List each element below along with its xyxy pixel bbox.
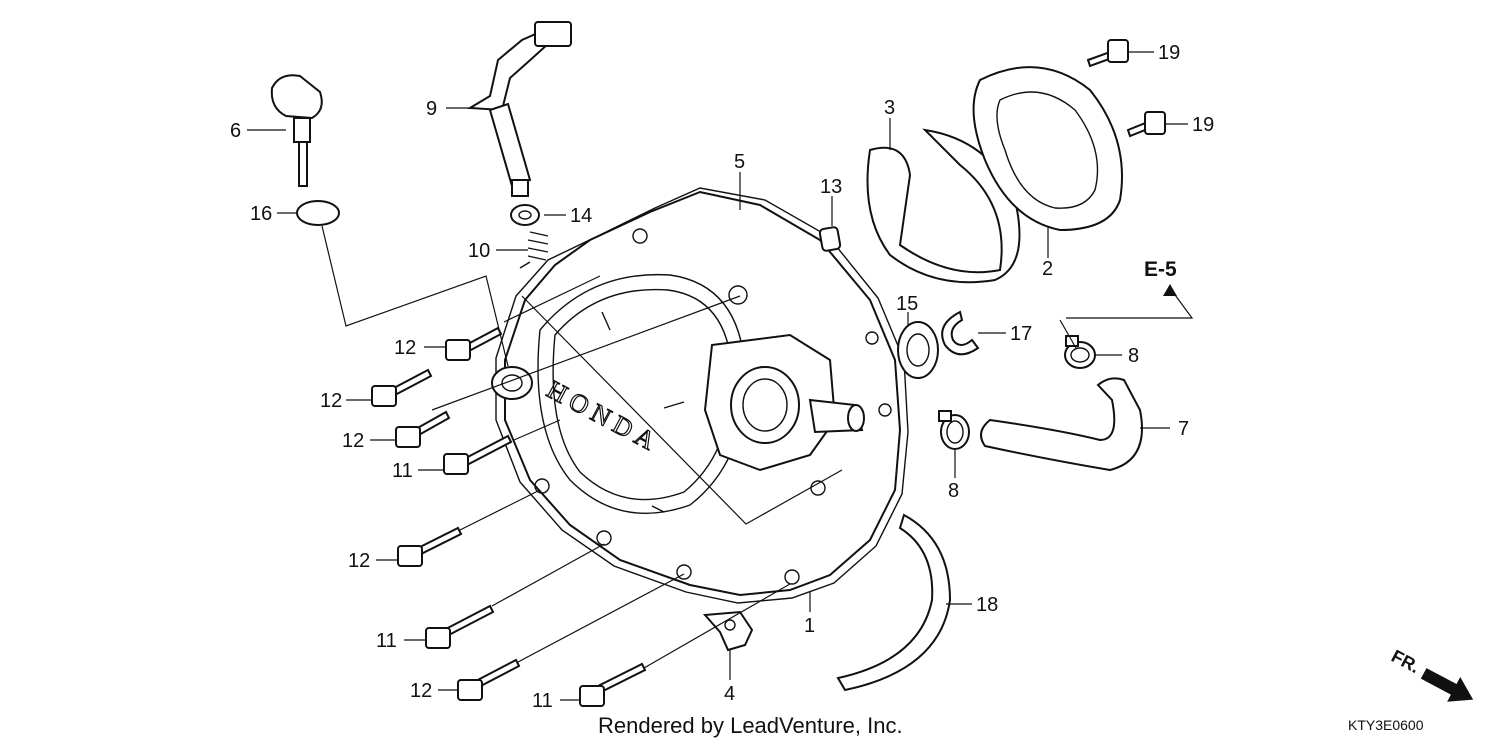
callout-7: 7 [1178,418,1189,440]
overflow-hose [836,513,952,692]
callout-11-middle: 11 [376,630,397,652]
circlip [941,310,980,356]
callout-2: 2 [1042,258,1053,280]
hose-clamp [1064,335,1096,369]
callout-12-fifth: 12 [410,680,432,702]
flange-bolt [579,662,647,707]
callout-12-second: 12 [320,390,342,412]
callout-8-bottom: 8 [948,480,959,502]
callout-18: 18 [976,594,998,616]
callout-4: 4 [724,683,735,705]
flange-bolt [371,368,433,407]
reference-arrow-icon [1163,284,1177,296]
flange-bolt [1086,39,1129,68]
cover-plate [972,66,1123,232]
flange-bolt [1126,111,1166,138]
callout-8-top: 8 [1128,345,1139,367]
flange-bolt [457,658,521,701]
front-arrow-icon [1420,668,1474,702]
callout-13: 13 [820,176,842,198]
callout-15: 15 [896,293,918,315]
callout-12-third: 12 [342,430,364,452]
callout-19-top: 19 [1158,42,1180,64]
callout-12-fourth: 12 [348,550,370,572]
flange-bolt [395,410,451,448]
flange-bolt [445,326,503,361]
temperature-sensor [466,21,572,197]
crankcase-cover: HONDA [491,187,909,604]
front-direction-marker: FR. [1388,646,1474,702]
callout-9: 9 [426,98,437,120]
o-ring [296,200,340,226]
callout-11-lower: 11 [532,690,553,712]
callout-1: 1 [804,615,815,637]
leader-lines [247,51,1194,701]
hose-bracket [702,610,754,652]
flange-bolt [443,434,513,475]
callout-12-first: 12 [394,337,416,359]
nut [510,204,540,226]
water-hose [980,377,1143,472]
callout-3: 3 [884,97,895,119]
reference-e5: E-5 [1144,258,1177,281]
shield [866,128,1021,284]
spring [519,231,549,269]
oil-dipstick [270,74,323,187]
flange-bolt [397,526,463,567]
credit-text: Rendered by LeadVenture, Inc. [598,713,903,738]
callout-5: 5 [734,151,745,173]
flange-bolt [425,604,495,649]
callout-16: 16 [250,203,272,225]
callout-17: 17 [1010,323,1032,345]
hose-clamp [938,410,970,450]
diagram-code: KTY3E0600 [1348,717,1424,733]
front-marker-label: FR. [1388,646,1423,677]
callout-14: 14 [570,205,592,227]
callout-11-upper: 11 [392,460,413,482]
oil-seal [897,321,939,379]
collar [818,226,842,252]
callout-10: 10 [468,240,490,262]
callout-19-bottom: 19 [1192,114,1214,136]
callout-6: 6 [230,120,241,142]
